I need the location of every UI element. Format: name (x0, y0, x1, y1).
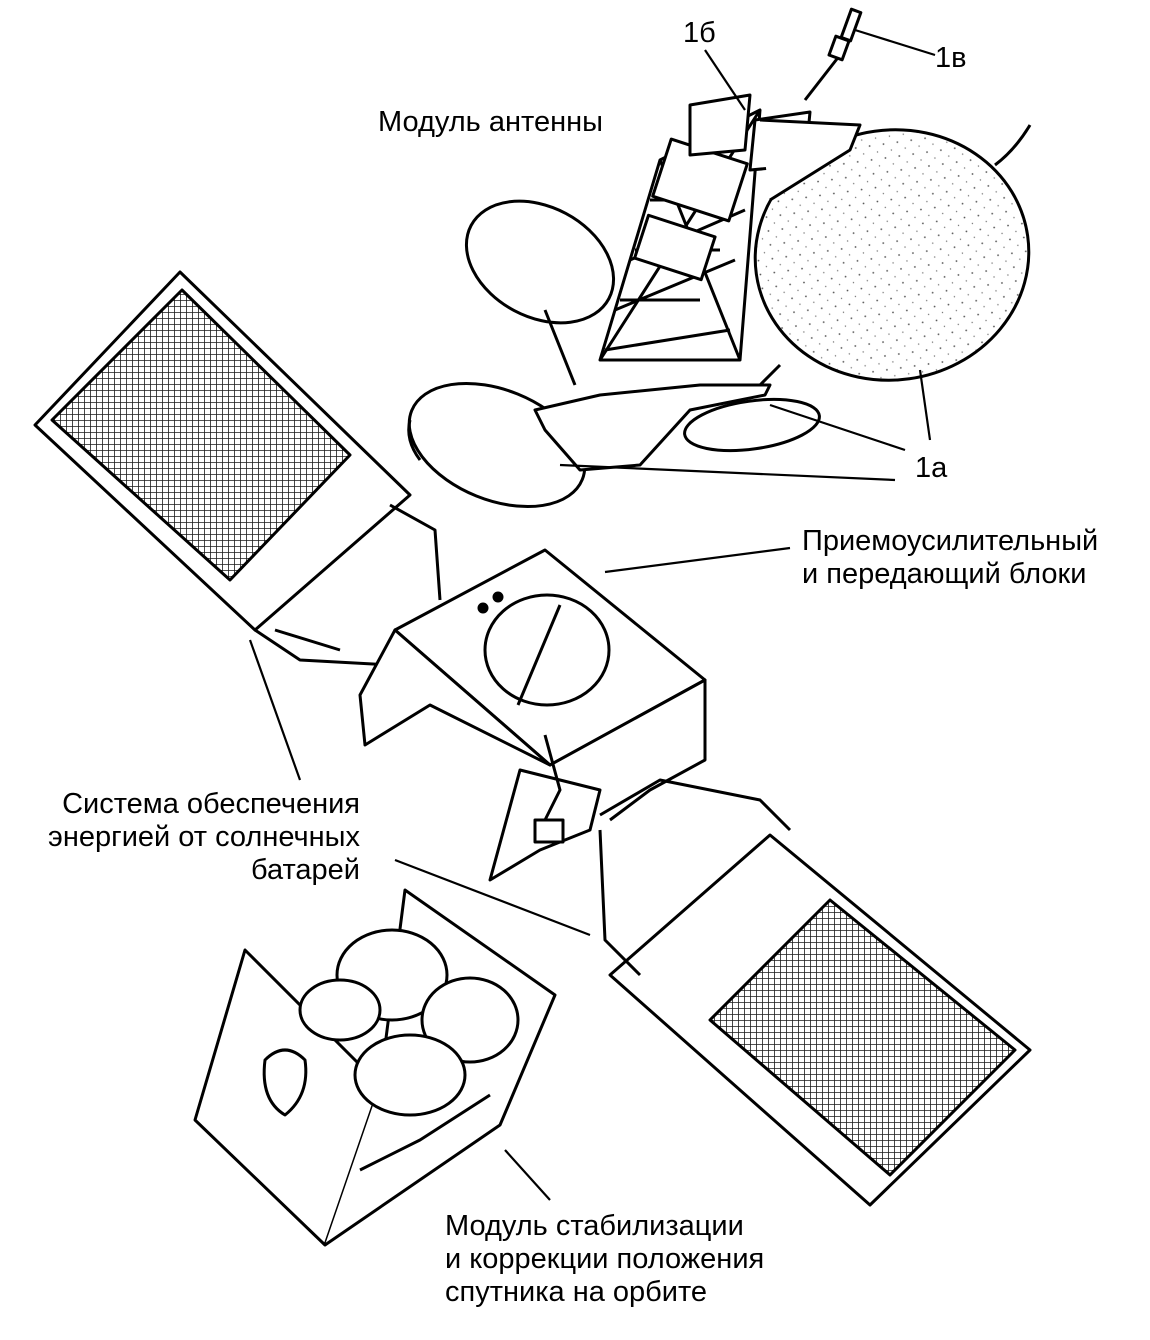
leader-1a-lower (559, 463, 896, 482)
module-front-face (549, 678, 707, 822)
fuel-tank-lower (353, 1033, 467, 1117)
label-1a: 1а (915, 452, 948, 484)
fuel-tank-right (420, 976, 520, 1064)
leader-power-right (394, 858, 591, 937)
left-solar-panel (33, 270, 442, 667)
module-left-face (358, 628, 552, 767)
label-1b: 1б (683, 17, 716, 49)
service-module (358, 548, 707, 882)
leader-lines (248, 28, 936, 1201)
label-stabilization-line2: и коррекции положения (445, 1243, 765, 1275)
leader-1a-upper (769, 403, 906, 452)
label-power-line1: Система обеспечения (62, 788, 360, 820)
leader-stabilization (504, 1149, 551, 1201)
leader-1b (704, 49, 746, 111)
small-upper-dish (464, 199, 616, 325)
leader-transceiver (604, 546, 791, 574)
label-stabilization-line3: спутника на орбите (445, 1276, 708, 1308)
antenna-module (407, 7, 1032, 509)
label-transceiver-line2: и передающий блоки (802, 558, 1087, 590)
leader-1v (854, 28, 936, 57)
label-transceiver-line1: Приемоусилительный (802, 525, 1099, 557)
large-reflector-dish (753, 128, 1031, 382)
label-power-line2: энергией от солнечных (48, 821, 360, 853)
label-stabilization-line1: Модуль стабилизации (445, 1210, 744, 1242)
label-stabilization: Модуль стабилизации и коррекции положени… (445, 1210, 764, 1309)
label-power-system: Система обеспечения энергией от солнечны… (48, 788, 360, 887)
label-antenna-module: Модуль антенны (378, 106, 603, 138)
fuel-tank-left (298, 978, 382, 1042)
lower-right-dish (683, 397, 821, 453)
label-power-line3: батарей (251, 854, 360, 886)
right-solar-panel (598, 778, 1032, 1207)
label-transceiver: Приемоусилительный и передающий блоки (802, 525, 1098, 591)
leader-power-left (248, 639, 302, 781)
label-1v: 1в (935, 42, 967, 74)
propulsion-module (193, 888, 557, 1247)
leader-1a-dish (918, 369, 932, 441)
